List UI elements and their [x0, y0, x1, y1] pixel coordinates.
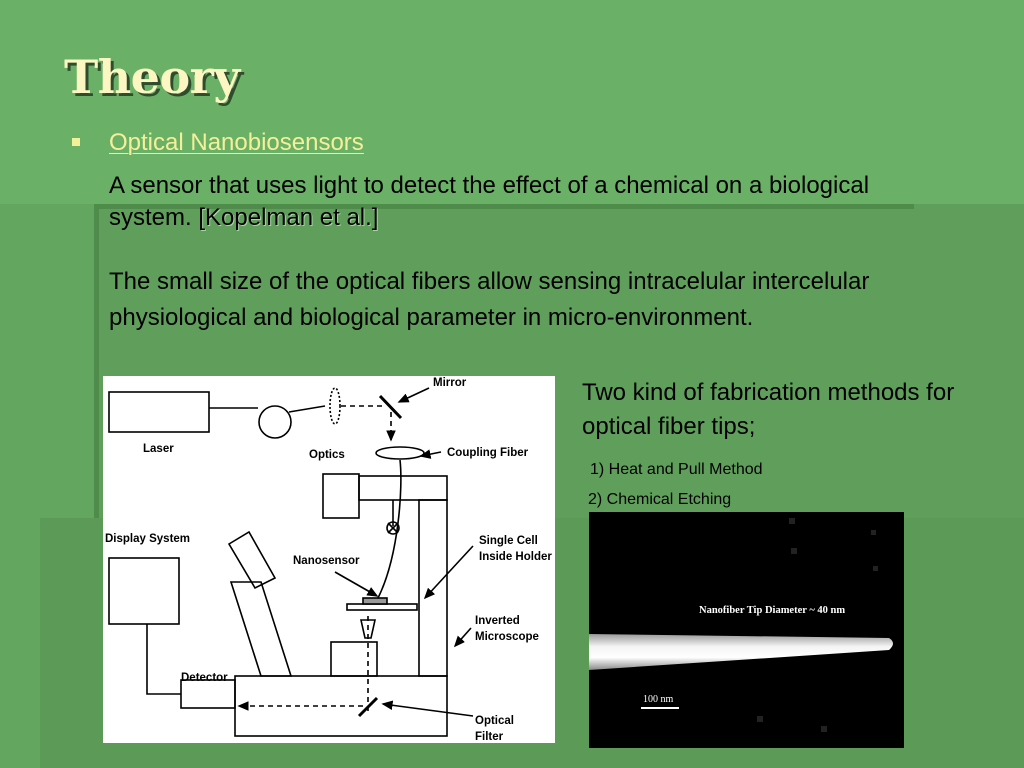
- mirror: [378, 394, 403, 420]
- label-inverted-2: Microscope: [475, 631, 539, 643]
- fabrication-intro: Two kind of fabrication methods for opti…: [582, 379, 955, 440]
- fiber-coil: [258, 405, 292, 439]
- slide-title: Theory: [64, 50, 240, 104]
- background-top: [0, 0, 1024, 204]
- method-item: 2) Chemical Etching: [588, 491, 732, 508]
- scale-bar-label: 100 nm: [643, 694, 674, 705]
- method-item: 1) Heat and Pull Method: [590, 461, 763, 478]
- label-inverted-1: Inverted: [475, 615, 520, 627]
- label-mirror: Mirror: [433, 377, 467, 389]
- nanosensor-setup-diagram: Mirror Laser Optics Coupling Fiber Displ…: [103, 376, 555, 743]
- display-box: [108, 557, 180, 625]
- nanofiber-micrograph: Nanofiber Tip Diameter ~ 40 nm 100 nm: [589, 512, 904, 748]
- label-optical-2: Filter: [475, 731, 504, 743]
- background-panel-edge: [96, 204, 914, 209]
- background-panel-edge-left: [94, 204, 99, 518]
- laser-box: [108, 391, 210, 433]
- definition-paragraph: A sensor that uses light to detect the e…: [109, 170, 909, 234]
- label-laser: Laser: [143, 443, 174, 455]
- label-optical-1: Optical: [475, 715, 514, 727]
- citation: [Kopelman et al.]: [191, 204, 379, 231]
- label-display-system: Display System: [105, 533, 190, 545]
- optical-filter: [357, 696, 379, 718]
- definition-text: A sensor that uses light to detect the e…: [109, 172, 870, 231]
- manipulator-box: [322, 473, 360, 519]
- micrograph-caption: Nanofiber Tip Diameter ~ 40 nm: [699, 605, 845, 616]
- label-single-cell-2: Inside Holder: [479, 551, 552, 563]
- label-single-cell-1: Single Cell: [479, 535, 538, 547]
- bullet-heading-link[interactable]: Optical Nanobiosensors: [109, 129, 364, 156]
- square-bullet-icon: [72, 138, 80, 146]
- optics-lens: [329, 387, 341, 425]
- coupling-lens: [375, 446, 425, 460]
- label-coupling-fiber: Coupling Fiber: [447, 447, 529, 459]
- setup-schematic: Mirror Laser Optics Coupling Fiber Displ…: [105, 377, 552, 743]
- label-detector: Detector: [181, 672, 228, 684]
- nanofiber: [589, 634, 893, 670]
- detector-box: [180, 679, 236, 709]
- label-nanosensor: Nanosensor: [293, 555, 360, 567]
- description-paragraph: The small size of the optical fibers all…: [109, 268, 870, 331]
- micrograph-image: Nanofiber Tip Diameter ~ 40 nm 100 nm: [589, 512, 904, 748]
- label-optics: Optics: [309, 449, 345, 461]
